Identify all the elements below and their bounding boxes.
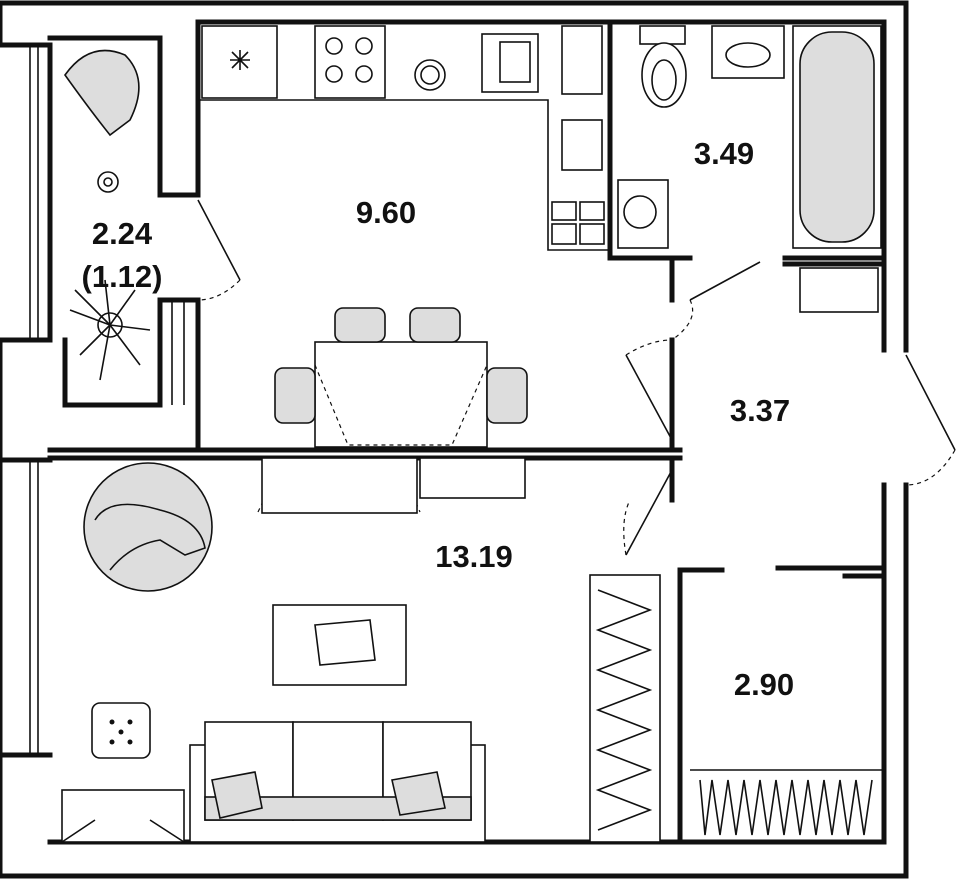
balcony-furniture — [64, 49, 151, 381]
living-room-area-label: 13.19 — [435, 539, 513, 574]
plant-icon — [69, 279, 151, 381]
bathroom-fixtures — [617, 25, 882, 313]
outer-walls — [0, 0, 909, 879]
room-labels: 2.24 (1.12) 9.60 3.49 3.37 13.19 2.90 — [82, 136, 795, 702]
balcony-area-label: 2.24 — [92, 216, 153, 251]
balcony-reduced-area-label: (1.12) — [82, 259, 163, 294]
hallway-area-label: 3.37 — [730, 393, 790, 428]
storage-area-label: 2.90 — [734, 667, 794, 702]
interior-walls — [47, 19, 887, 845]
dining-table — [274, 307, 528, 448]
doors — [197, 199, 956, 556]
sofa — [189, 721, 486, 843]
bathroom-area-label: 3.49 — [694, 136, 754, 171]
kitchen-area-label: 9.60 — [356, 195, 416, 230]
kitchen-counter — [198, 25, 610, 251]
living-furniture — [61, 457, 526, 843]
